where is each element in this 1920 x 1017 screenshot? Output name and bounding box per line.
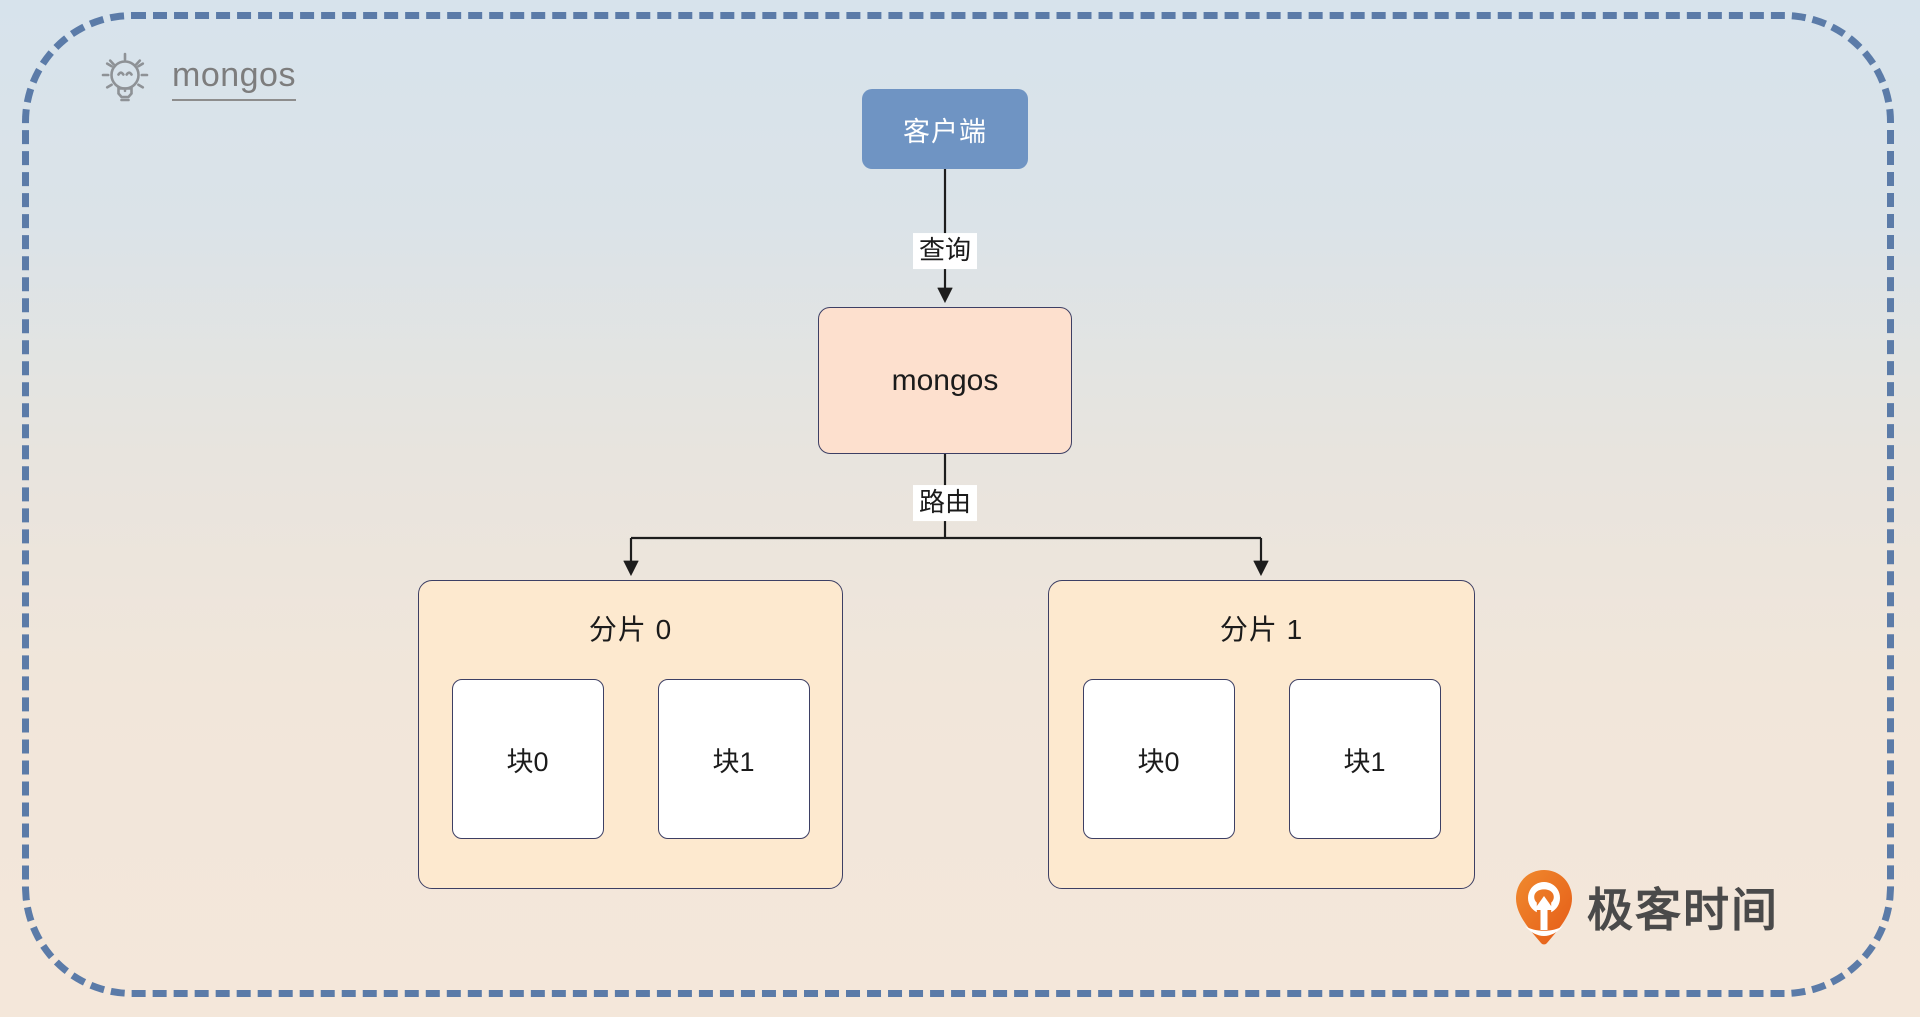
- edge-label-route: 路由: [912, 485, 978, 521]
- chunk-box[interactable]: 块1: [657, 679, 810, 839]
- edge-label-query: 查询: [912, 233, 978, 269]
- chunk-list: 块0 块1: [419, 679, 842, 839]
- node-client[interactable]: 客户端: [862, 89, 1028, 169]
- node-mongos[interactable]: mongos: [818, 307, 1072, 454]
- node-mongos-label: mongos: [891, 363, 999, 397]
- slide-title: mongos: [96, 48, 296, 110]
- chunk-box[interactable]: 块0: [451, 679, 604, 839]
- chunk-label: 块0: [1137, 746, 1180, 777]
- chunk-label: 块1: [1343, 746, 1386, 777]
- chunk-list: 块0 块1: [1049, 679, 1474, 839]
- lightbulb-icon: [96, 48, 154, 110]
- brand-name: 极客时间: [1587, 884, 1779, 936]
- node-client-label: 客户端: [903, 116, 987, 147]
- chunk-label: 块0: [506, 746, 549, 777]
- shard-container-0[interactable]: 分片 0 块0 块1: [418, 580, 843, 889]
- shard-container-1[interactable]: 分片 1 块0 块1: [1048, 580, 1475, 889]
- geektime-pin-icon: [1513, 868, 1575, 946]
- chunk-box[interactable]: 块1: [1288, 679, 1441, 839]
- shard-title: 分片 1: [1219, 614, 1304, 645]
- brand-logo: 极客时间: [1513, 868, 1779, 946]
- shard-title: 分片 0: [588, 614, 673, 645]
- chunk-label: 块1: [712, 746, 755, 777]
- chunk-box[interactable]: 块0: [1082, 679, 1235, 839]
- slide-title-label: mongos: [172, 56, 296, 101]
